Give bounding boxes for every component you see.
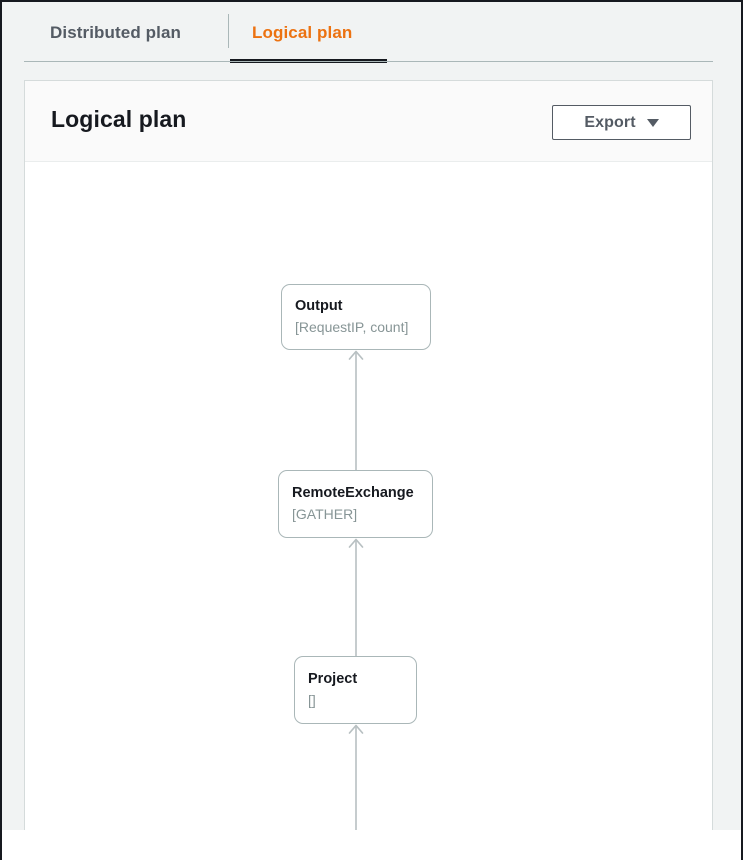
export-button-label: Export	[584, 113, 636, 131]
plan-node-subtitle: []	[308, 692, 316, 708]
plan-graph-canvas[interactable]: Output [RequestIP, count] RemoteExchange…	[25, 163, 712, 860]
tab-bar-rule	[24, 61, 713, 62]
caret-down-icon	[646, 118, 659, 127]
plan-node-title: Project	[308, 671, 358, 687]
tab-bar: Distributed plan Logical plan	[2, 2, 741, 64]
plan-node-subtitle: [RequestIP, count]	[295, 319, 409, 335]
tab-logical-plan[interactable]: Logical plan	[252, 23, 353, 42]
torn-page-mask	[2, 830, 741, 860]
plan-node-subtitle: [GATHER]	[292, 506, 358, 522]
tab-distributed-plan[interactable]: Distributed plan	[50, 23, 181, 42]
export-button[interactable]: Export	[552, 105, 691, 140]
card-header: Logical plan Export	[25, 81, 712, 162]
page-title: Logical plan	[51, 106, 187, 132]
tab-divider	[228, 14, 229, 48]
plan-node-title: RemoteExchange	[292, 485, 414, 501]
plan-node-remoteexchange[interactable]: RemoteExchange [GATHER]	[278, 470, 433, 538]
plan-node-title: Output	[295, 298, 343, 314]
logical-plan-card: Logical plan Export	[24, 80, 713, 860]
plan-node-project[interactable]: Project []	[294, 656, 417, 724]
plan-node-output[interactable]: Output [RequestIP, count]	[281, 284, 431, 350]
